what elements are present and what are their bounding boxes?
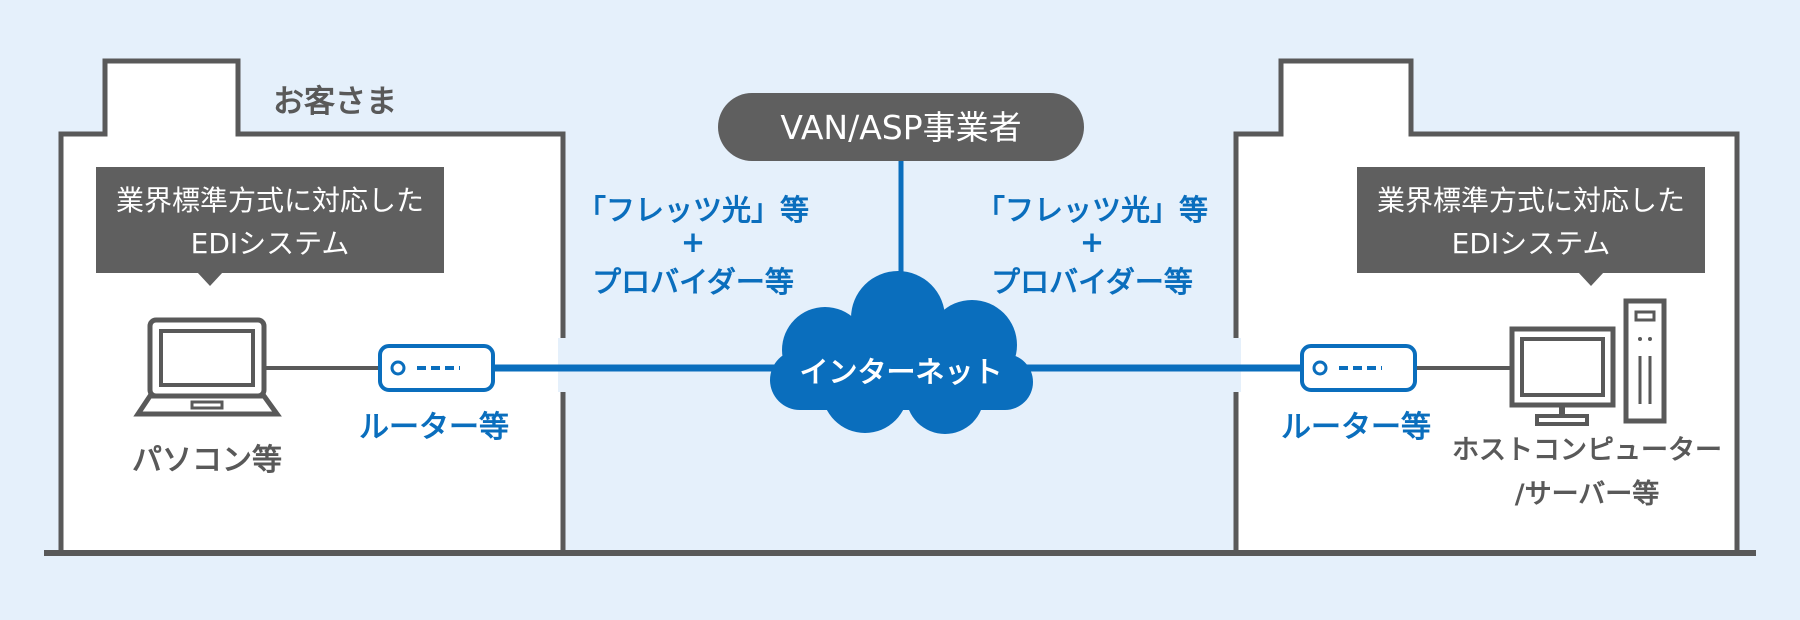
left-network-line2: + bbox=[681, 225, 705, 259]
right-edi-callout: 業界標準方式に対応した EDIシステム bbox=[1357, 167, 1705, 286]
right-network-line1: 「フレッツ光」等 bbox=[976, 193, 1208, 227]
desktop-monitor-icon bbox=[1509, 326, 1616, 426]
customer-label: お客さま bbox=[273, 84, 397, 120]
pc-label: パソコン等 bbox=[132, 443, 282, 478]
host-label-line1: ホストコンピューター bbox=[1452, 435, 1722, 466]
internet-label: インターネット bbox=[799, 355, 1002, 389]
right-edi-line1: 業界標準方式に対応した bbox=[1377, 184, 1685, 217]
left-edi-callout: 業界標準方式に対応した EDIシステム bbox=[96, 167, 444, 286]
laptop-icon bbox=[133, 317, 282, 417]
left-network-line1: 「フレッツ光」等 bbox=[577, 193, 809, 227]
left-edi-line2: EDIシステム bbox=[191, 227, 350, 260]
left-network-label: 「フレッツ光」等 + プロバイダー等 bbox=[577, 193, 809, 299]
tower-server-icon bbox=[1623, 298, 1667, 424]
left-router-label: ルーター等 bbox=[359, 410, 509, 445]
left-network-line3: プロバイダー等 bbox=[592, 265, 794, 299]
cloud-icon bbox=[770, 271, 1033, 434]
right-network-label: 「フレッツ光」等 + プロバイダー等 bbox=[976, 193, 1208, 299]
right-router-label: ルーター等 bbox=[1281, 410, 1431, 445]
van-asp-label: VAN/ASP事業者 bbox=[780, 108, 1021, 147]
right-network-line3: プロバイダー等 bbox=[991, 265, 1193, 299]
right-edi-line2: EDIシステム bbox=[1452, 227, 1611, 260]
router-icon bbox=[1300, 344, 1417, 392]
right-network-line2: + bbox=[1080, 225, 1104, 259]
van-asp-provider-node: VAN/ASP事業者 bbox=[718, 93, 1084, 161]
router-icon bbox=[378, 344, 495, 392]
left-edi-line1: 業界標準方式に対応した bbox=[116, 184, 424, 217]
host-label-line2: /サーバー等 bbox=[1515, 478, 1660, 510]
